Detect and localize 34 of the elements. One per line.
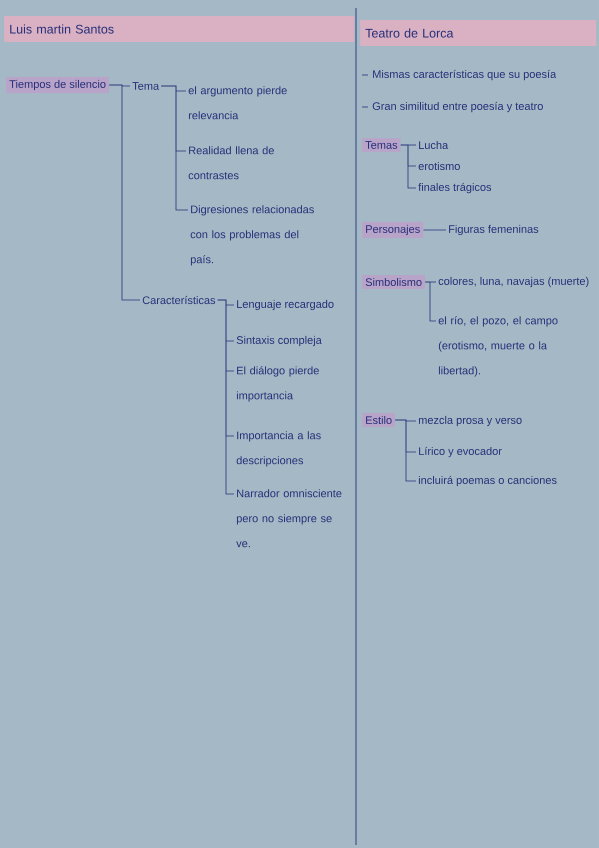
branch-text: el argumento pierde relevancia	[188, 86, 287, 120]
branch-text: El diálogo pierde importancia	[236, 366, 319, 402]
bracket-line	[400, 144, 416, 188]
header-band: Teatro de Lorca	[360, 20, 596, 46]
branch-text: mezcla prosa y verso	[418, 416, 522, 426]
branch-text: Tema	[132, 82, 160, 90]
bracket-line	[108, 84, 140, 300]
note-text: Mismas características que su poesía	[373, 70, 556, 80]
highlighted-heading: Personajes	[362, 222, 424, 238]
branch-text: Características	[142, 296, 216, 304]
branch-text: erotismo	[418, 162, 460, 170]
highlighted-heading: Tiempos de silencio	[6, 76, 109, 94]
note-text: Gran similitud entre poesía y teatro	[372, 102, 543, 112]
branch-text: Lucha	[419, 140, 448, 150]
branch-text: finales trágicos	[418, 182, 492, 194]
branch-text: el río, el pozo, el campo (erotismo, muerte o la libertad).	[438, 316, 558, 377]
branch-text: Figuras femeninas	[449, 224, 538, 236]
highlighted-heading: Estilo	[362, 412, 396, 428]
branch-text: Realidad llena de contrastes	[188, 146, 274, 180]
bracket-line	[424, 282, 436, 322]
bracket-line	[394, 420, 416, 482]
branch-text: Importancia a las descripciones	[236, 431, 321, 466]
branch-text: Digresiones relacionadas con los problemas del país.	[190, 205, 314, 266]
bracket-line	[160, 86, 188, 210]
branch-text: incluirá poemas o canciones	[418, 476, 557, 486]
highlighted-heading: Simbolismo	[362, 274, 426, 290]
bracket-line	[217, 300, 234, 494]
branch-text: Lírico y evocador	[419, 446, 502, 458]
branch-text: Sintaxis compleja	[236, 336, 322, 346]
branch-text: Narrador omnisciente pero no siempre se ve.	[236, 489, 342, 548]
header-band: Luis martin Santos	[4, 16, 354, 42]
branch-text: Lenguaje recargado	[237, 300, 334, 310]
highlighted-heading: Temas	[362, 138, 401, 152]
branch-text: colores, luna, navajas (muerte)	[438, 276, 588, 288]
